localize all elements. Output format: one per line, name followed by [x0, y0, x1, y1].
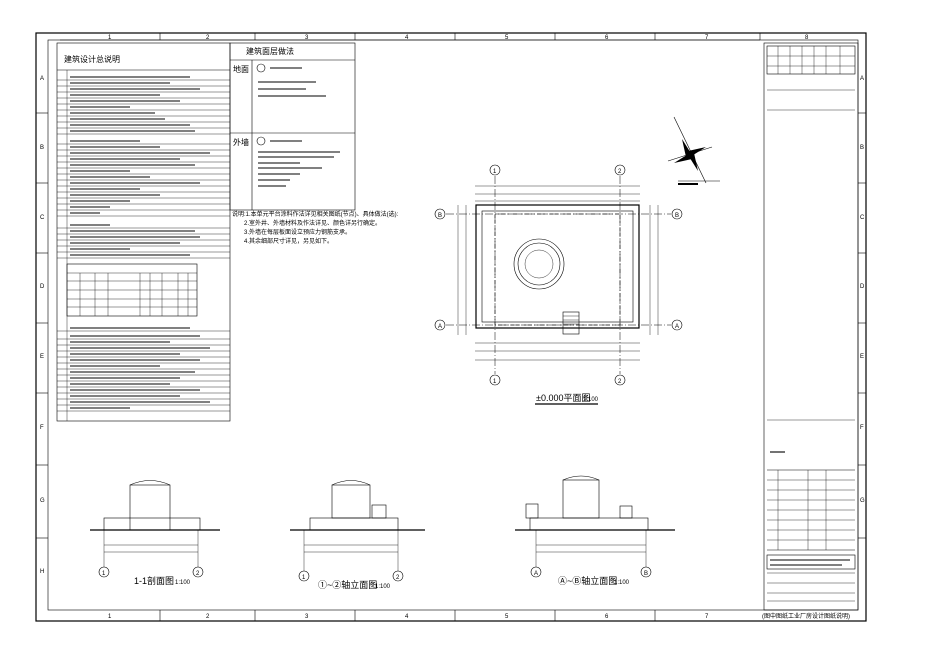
elevation-a-b: A B Ⓐ~Ⓑ轴立面图 1:100	[515, 475, 675, 586]
grid-col-1: 1	[108, 35, 112, 41]
grid-col-6: 6	[605, 35, 609, 41]
plan-scale: 1:100	[583, 397, 599, 403]
svg-text:2: 2	[196, 571, 200, 577]
svg-text:2: 2	[396, 575, 400, 581]
svg-text:G: G	[40, 498, 45, 504]
grid-col-2: 2	[206, 35, 210, 41]
design-notes-title: 建筑设计总说明	[64, 54, 120, 64]
svg-text:7: 7	[705, 614, 709, 620]
plan-axis-B-left: B	[438, 213, 442, 219]
grid-row-ticks	[36, 112, 866, 539]
svg-text:A: A	[860, 76, 864, 82]
note-line-4: 4.其余细部尺寸详见，另见如下。	[244, 237, 333, 245]
svg-text:B: B	[860, 145, 864, 151]
plan-axis-A-left: A	[438, 324, 442, 330]
svg-text:1: 1	[102, 571, 106, 577]
notes-block: 说明:1.本单元平台涂料作法详见相关图纸(节点)、具体做法(选): 2.室外井、…	[232, 210, 399, 245]
svg-text:E: E	[40, 354, 44, 360]
svg-text:B: B	[675, 213, 679, 219]
svg-text:C: C	[860, 215, 865, 221]
svg-text:B: B	[40, 145, 44, 151]
plan-caption: ±0.000平面图	[536, 393, 590, 403]
svg-text:4: 4	[405, 614, 409, 620]
note-line-3: 3.外墙在每层板面设立预应力钢筋支承。	[244, 228, 351, 236]
construction-table: 建筑面层做法 地面 外墙	[229, 42, 356, 211]
section-1-1-caption: 1-1剖面图	[134, 575, 174, 586]
svg-text:1: 1	[108, 614, 112, 620]
top-grid-ticks	[159, 33, 761, 621]
svg-text:A: A	[675, 324, 679, 330]
design-notes-panel: 建筑设计总说明	[56, 42, 231, 422]
svg-text:3: 3	[305, 614, 309, 620]
sheet-border	[35, 32, 867, 622]
north-arrow	[667, 116, 720, 185]
svg-text:D: D	[860, 284, 865, 290]
elevation-a-b-caption: Ⓐ~Ⓑ轴立面图	[558, 575, 617, 586]
elevation-1-2: 1 2 ①~②轴立面图 1:100	[290, 480, 425, 590]
svg-text:1:100: 1:100	[614, 580, 630, 586]
title-block: (图中图纸工业厂房设计图纸说明)	[762, 42, 859, 620]
elevation-1-2-caption: ①~②轴立面图	[318, 579, 377, 590]
design-notes-rows	[57, 76, 230, 412]
note-line-1: 说明:1.本单元平台涂料作法详见相关图纸(节点)、具体做法(选):	[232, 210, 399, 218]
note-line-2: 2.室外井、外墙材料及作法详见、颜色详另行确定。	[244, 219, 381, 227]
svg-text:B: B	[644, 571, 648, 577]
grid-col-3: 3	[305, 35, 309, 41]
svg-text:1:100: 1:100	[375, 584, 391, 590]
svg-text:A: A	[40, 76, 44, 82]
svg-text:G: G	[860, 498, 865, 504]
floor-plan: 1 2 1 2 B A B A	[434, 164, 683, 405]
svg-text:2: 2	[618, 379, 622, 385]
svg-text:E: E	[860, 354, 864, 360]
svg-text:H: H	[40, 569, 44, 575]
grid-column-labels: 1 2 3 4 5 6 7 8 1 2 3 4 5 6 7	[108, 35, 809, 620]
svg-text:C: C	[40, 215, 45, 221]
row-label-floor: 地面	[233, 64, 249, 74]
grid-row-labels: A B C D E F G H A B C D E F G	[40, 76, 865, 575]
plan-axis-2-top: 2	[618, 169, 622, 175]
section-1-1: 1 2 1-1剖面图 1:100	[90, 480, 220, 586]
svg-text:5: 5	[505, 614, 509, 620]
row-label-wall: 外墙	[233, 137, 249, 147]
svg-text:D: D	[40, 284, 45, 290]
svg-text:A: A	[534, 571, 538, 577]
grid-col-4: 4	[405, 35, 409, 41]
svg-text:2: 2	[206, 614, 210, 620]
construction-table-title: 建筑面层做法	[246, 46, 294, 56]
svg-text:1: 1	[302, 575, 306, 581]
plan-axis-1-top: 1	[493, 169, 497, 175]
svg-text:F: F	[860, 425, 864, 431]
grid-col-8: 8	[805, 35, 809, 41]
svg-text:1: 1	[493, 379, 497, 385]
svg-text:1:100: 1:100	[175, 580, 191, 586]
drawing-title: (图中图纸工业厂房设计图纸说明)	[762, 612, 850, 620]
grid-col-5: 5	[505, 35, 509, 41]
svg-text:6: 6	[605, 614, 609, 620]
grid-col-7: 7	[705, 35, 709, 41]
svg-text:F: F	[40, 425, 44, 431]
